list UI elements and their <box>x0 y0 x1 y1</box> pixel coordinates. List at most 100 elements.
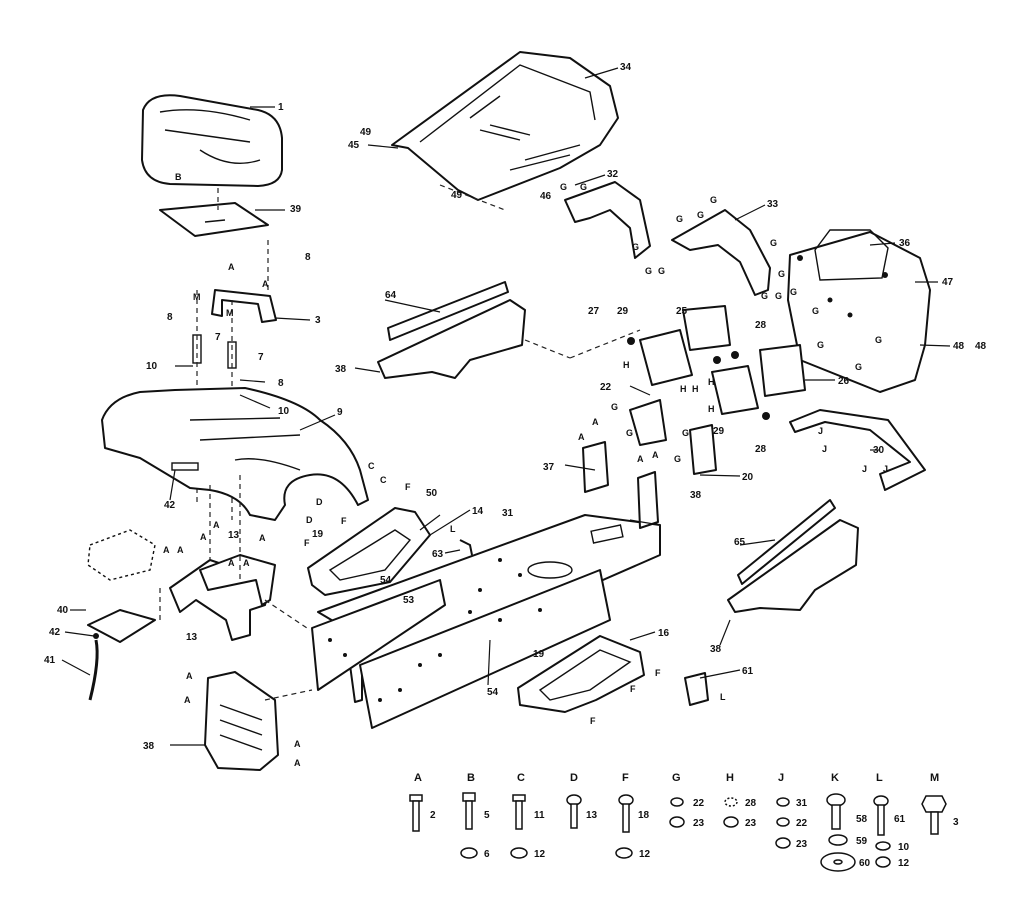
bracket-25-part[interactable] <box>759 344 806 397</box>
svg-text:J: J <box>862 464 867 474</box>
svg-text:3: 3 <box>953 817 959 828</box>
battery-bracket-14-part[interactable] <box>199 554 276 606</box>
bolt-26b <box>762 412 770 420</box>
side-panel-38-part[interactable] <box>727 519 859 613</box>
bracket-21-part[interactable] <box>629 399 667 446</box>
callout-8a: 8 <box>305 252 311 263</box>
hardware-legend: A 2 B 5 6 C 11 12 D 13 F 18 12 G 22 23 <box>409 772 959 872</box>
svg-text:F: F <box>655 668 661 678</box>
plate-29b-part[interactable] <box>711 365 759 415</box>
brace-37-part[interactable] <box>582 441 609 493</box>
bracket-20-part[interactable] <box>689 424 717 475</box>
cover-45-part[interactable] <box>87 609 156 643</box>
callout-65: 64 <box>385 290 397 301</box>
hood-bracket-32-part[interactable] <box>564 181 651 259</box>
callout-19a: 19 <box>312 529 324 540</box>
nut-icon <box>510 847 528 859</box>
legend-key-l: L <box>876 772 883 784</box>
plate-29-part[interactable] <box>639 329 693 386</box>
front-panel-41-part[interactable] <box>204 671 279 771</box>
fender-part[interactable] <box>101 387 369 521</box>
svg-text:13: 13 <box>586 810 598 821</box>
svg-text:A: A <box>652 450 659 460</box>
bolt-icon <box>462 792 476 802</box>
svg-text:G: G <box>817 340 824 350</box>
svg-text:A: A <box>294 739 301 749</box>
side-rail-65-part[interactable] <box>387 281 509 341</box>
svg-text:A: A <box>213 520 220 530</box>
svg-text:11: 11 <box>534 810 545 821</box>
legend-key-f: F <box>622 772 629 784</box>
callout-36: 36 <box>899 238 911 249</box>
callout-28: 28 <box>755 444 767 455</box>
callout-26a: 27 <box>588 306 600 317</box>
svg-text:12: 12 <box>639 849 651 860</box>
svg-text:G: G <box>778 269 785 279</box>
svg-text:59: 59 <box>856 836 868 847</box>
svg-text:H: H <box>623 360 630 370</box>
callout-37: 37 <box>543 462 555 473</box>
callout-19b: 19 <box>533 649 545 660</box>
callout-4: 3 <box>315 315 321 326</box>
callout-32: 32 <box>607 169 619 180</box>
callout-50: 46 <box>540 191 552 202</box>
washer-icon <box>776 817 790 827</box>
svg-text:G: G <box>626 428 633 438</box>
callout-10b: 10 <box>278 406 290 417</box>
washer-icon <box>828 834 848 846</box>
brace-38-part[interactable] <box>637 471 659 529</box>
svg-text:H: H <box>708 404 715 414</box>
callout-16: 14 <box>472 506 484 517</box>
svg-text:A: A <box>228 262 235 272</box>
seat-part[interactable] <box>141 94 283 187</box>
side-rail-66-part[interactable] <box>737 499 836 585</box>
svg-text:M: M <box>226 308 234 318</box>
svg-text:A: A <box>200 532 207 542</box>
svg-text:G: G <box>775 291 782 301</box>
rod-46-part[interactable] <box>88 639 99 701</box>
svg-text:23: 23 <box>693 818 705 829</box>
seat-bracket-part[interactable] <box>211 289 277 323</box>
hood-part[interactable] <box>391 51 619 201</box>
side-panel-39-part[interactable] <box>377 299 526 379</box>
hex-bolt-icon <box>921 795 947 813</box>
bolt-shank-icon <box>465 800 473 830</box>
legend-a-item: 2 <box>430 810 436 821</box>
legend-key-k: K <box>831 772 839 784</box>
callout-40: 31 <box>502 508 514 519</box>
svg-text:A: A <box>177 545 184 555</box>
bolt-icon <box>409 794 423 802</box>
callout-21: 22 <box>600 382 612 393</box>
bracket-30-part[interactable] <box>789 409 926 491</box>
callout-20: 20 <box>742 472 754 483</box>
svg-text:G: G <box>560 182 567 192</box>
callout-8c: 8 <box>278 378 284 389</box>
bolt-shank-icon <box>570 803 578 829</box>
seat-plate-part[interactable] <box>159 202 269 237</box>
callout-34: 34 <box>620 62 632 73</box>
callout-27: 28 <box>755 320 767 331</box>
footrest-left-part[interactable] <box>307 507 431 596</box>
svg-text:G: G <box>632 242 639 252</box>
dash-panel-part[interactable] <box>787 229 931 393</box>
bracket-24-part[interactable] <box>682 305 731 351</box>
hardware-letter-markers: B A A M M C C D D F F F L F F F L G G G … <box>163 172 888 768</box>
svg-text:G: G <box>770 238 777 248</box>
svg-text:M: M <box>193 292 201 302</box>
svg-text:10: 10 <box>898 842 910 853</box>
svg-text:F: F <box>590 716 596 726</box>
pedal-64-part[interactable] <box>684 672 709 706</box>
svg-text:G: G <box>674 454 681 464</box>
nut-icon <box>875 856 891 868</box>
callout-14a: 13 <box>228 530 240 541</box>
bolt-shank-icon <box>622 803 630 833</box>
svg-text:G: G <box>682 428 689 438</box>
callout-41: 38 <box>143 741 155 752</box>
main-frame-part[interactable] <box>311 514 661 729</box>
hood-bracket-33-part[interactable] <box>671 209 771 296</box>
nut-icon <box>723 816 739 828</box>
nut-icon <box>669 816 685 828</box>
callout-56a: 54 <box>380 575 392 586</box>
legend-key-a: A <box>414 772 422 784</box>
